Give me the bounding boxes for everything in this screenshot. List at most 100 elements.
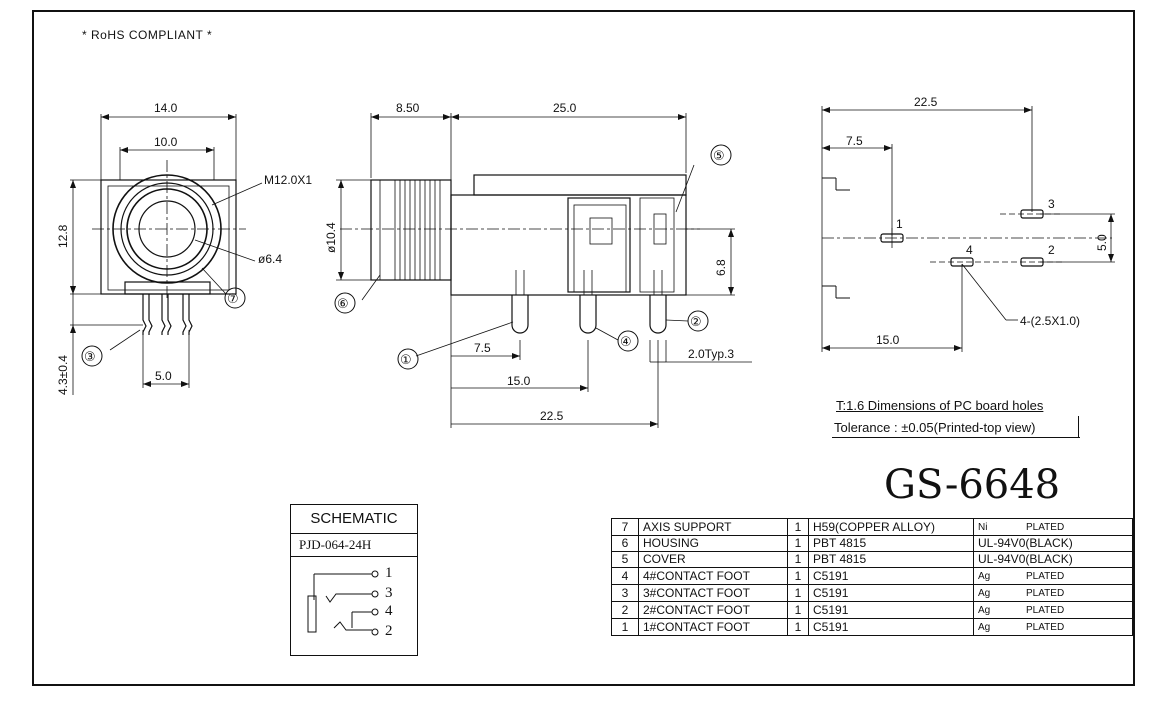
dim-front-inner-width: 10.0 [154,135,178,149]
bom-qty: 1 [787,618,809,636]
dim-bore: ø6.4 [258,252,282,266]
rohs-note: * RoHS COMPLIANT * [82,28,213,42]
pcb-tolerance: Tolerance : ±0.05(Printed-top view) [834,420,1036,435]
tolerance-underline [832,437,1080,438]
dim-diameter: ø10.4 [324,222,338,253]
dim-thread: M12.0X1 [264,173,312,187]
balloon-7: ⑦ [227,292,239,307]
bom-qty: 1 [787,518,809,536]
side-view: 8.50 25.0 ø10.4 6.8 7.5 15.0 22.5 2.0Typ… [324,101,752,428]
bom-name: HOUSING [638,535,788,552]
dim-pin-length: 4.3±0.4 [56,355,70,395]
bom-material: PBT 4815 [808,535,974,552]
balloon-5: ⑤ [713,149,725,164]
pcb-pin-4: 4 [966,243,973,257]
bom-material: C5191 [808,601,974,619]
bom-no: 2 [611,601,639,619]
bom-finish-symbol: Ag [978,622,991,633]
bom-material: H59(COPPER ALLOY) [808,518,974,536]
dim-pin2: 15.0 [507,374,531,388]
bom-name: 2#CONTACT FOOT [638,601,788,619]
dim-pcb-d2: 15.0 [876,333,900,347]
dim-pin1: 7.5 [474,341,491,355]
bom-finish: Ag PLATED [973,584,1133,602]
pcb-layout-view: 1 2 3 4 22.5 7.5 15.0 5.0 4-(2.5X1.0) [821,95,1115,352]
bom-finish-text: PLATED [1026,605,1065,616]
bom-finish-symbol: Ni [978,522,988,533]
schematic-title: SCHEMATIC [291,505,417,534]
balloon-6: ⑥ [337,297,349,312]
bom-finish-symbol: Ag [978,588,991,599]
balloon-2: ② [690,315,702,330]
dim-body: 25.0 [553,101,577,115]
bom-finish-symbol: Ag [978,605,991,616]
bom-name: 4#CONTACT FOOT [638,567,788,585]
balloon-4: ④ [620,335,632,350]
schematic-box: SCHEMATIC PJD-064-24H 1 3 4 2 [290,504,418,656]
bom-qty: 1 [787,601,809,619]
dim-nose: 8.50 [396,101,420,115]
bom-finish: Ag PLATED [973,601,1133,619]
balloon-1: ① [400,353,412,368]
schematic-pin-2: 2 [385,623,393,639]
schematic-symbol [307,570,379,636]
bom-material: C5191 [808,618,974,636]
front-view: 14.0 10.0 M12.0X1 ø6.4 5.0 12.8 4.3±0.4 … [56,101,312,395]
bom-finish-text: UL-94V0(BLACK) [978,536,1073,550]
balloon-3: ③ [84,350,96,365]
drawing-frame [32,10,1135,686]
dim-front-height: 12.8 [56,224,70,248]
bom-material: PBT 4815 [808,551,974,568]
bom-finish: UL-94V0(BLACK) [973,535,1133,552]
schematic-pin-1: 1 [385,565,393,581]
bom-material: C5191 [808,584,974,602]
schematic-pin-4: 4 [385,603,393,619]
dim-pin-width: 2.0Typ.3 [688,347,734,361]
bom-no: 6 [611,535,639,552]
bom-finish-symbol: Ag [978,571,991,582]
bom-no: 7 [611,518,639,536]
tolerance-bracket [1078,416,1079,438]
bom-finish-text: PLATED [1026,571,1065,582]
dim-pcb-overall: 22.5 [914,95,938,109]
bom-qty: 1 [787,584,809,602]
dim-side-height: 6.8 [714,259,728,276]
pcb-pin-2: 2 [1048,243,1055,257]
bom-no: 5 [611,551,639,568]
bom-name: 3#CONTACT FOOT [638,584,788,602]
dim-front-width: 14.0 [154,101,178,115]
pcb-pin-1: 1 [896,217,903,231]
bom-no: 1 [611,618,639,636]
bom-no: 3 [611,584,639,602]
bom-qty: 1 [787,535,809,552]
schematic-model: PJD-064-24H [291,533,417,557]
bom-finish: UL-94V0(BLACK) [973,551,1133,568]
dim-pcb-spacing: 5.0 [1095,234,1109,251]
dim-pin3: 22.5 [540,409,564,423]
bom-finish-text: PLATED [1026,588,1065,599]
bom-finish: Ag PLATED [973,618,1133,636]
bom-finish-text: UL-94V0(BLACK) [978,552,1073,566]
bom-name: 1#CONTACT FOOT [638,618,788,636]
part-number: GS-6648 [884,462,1061,508]
bom-qty: 1 [787,567,809,585]
dim-pin-pitch: 5.0 [155,369,172,383]
pcb-pin-3: 3 [1048,197,1055,211]
bom-name: AXIS SUPPORT [638,518,788,536]
bom-qty: 1 [787,551,809,568]
bom-material: C5191 [808,567,974,585]
bom-finish: Ag PLATED [973,567,1133,585]
bom-name: COVER [638,551,788,568]
bom-finish-text: PLATED [1026,622,1065,633]
